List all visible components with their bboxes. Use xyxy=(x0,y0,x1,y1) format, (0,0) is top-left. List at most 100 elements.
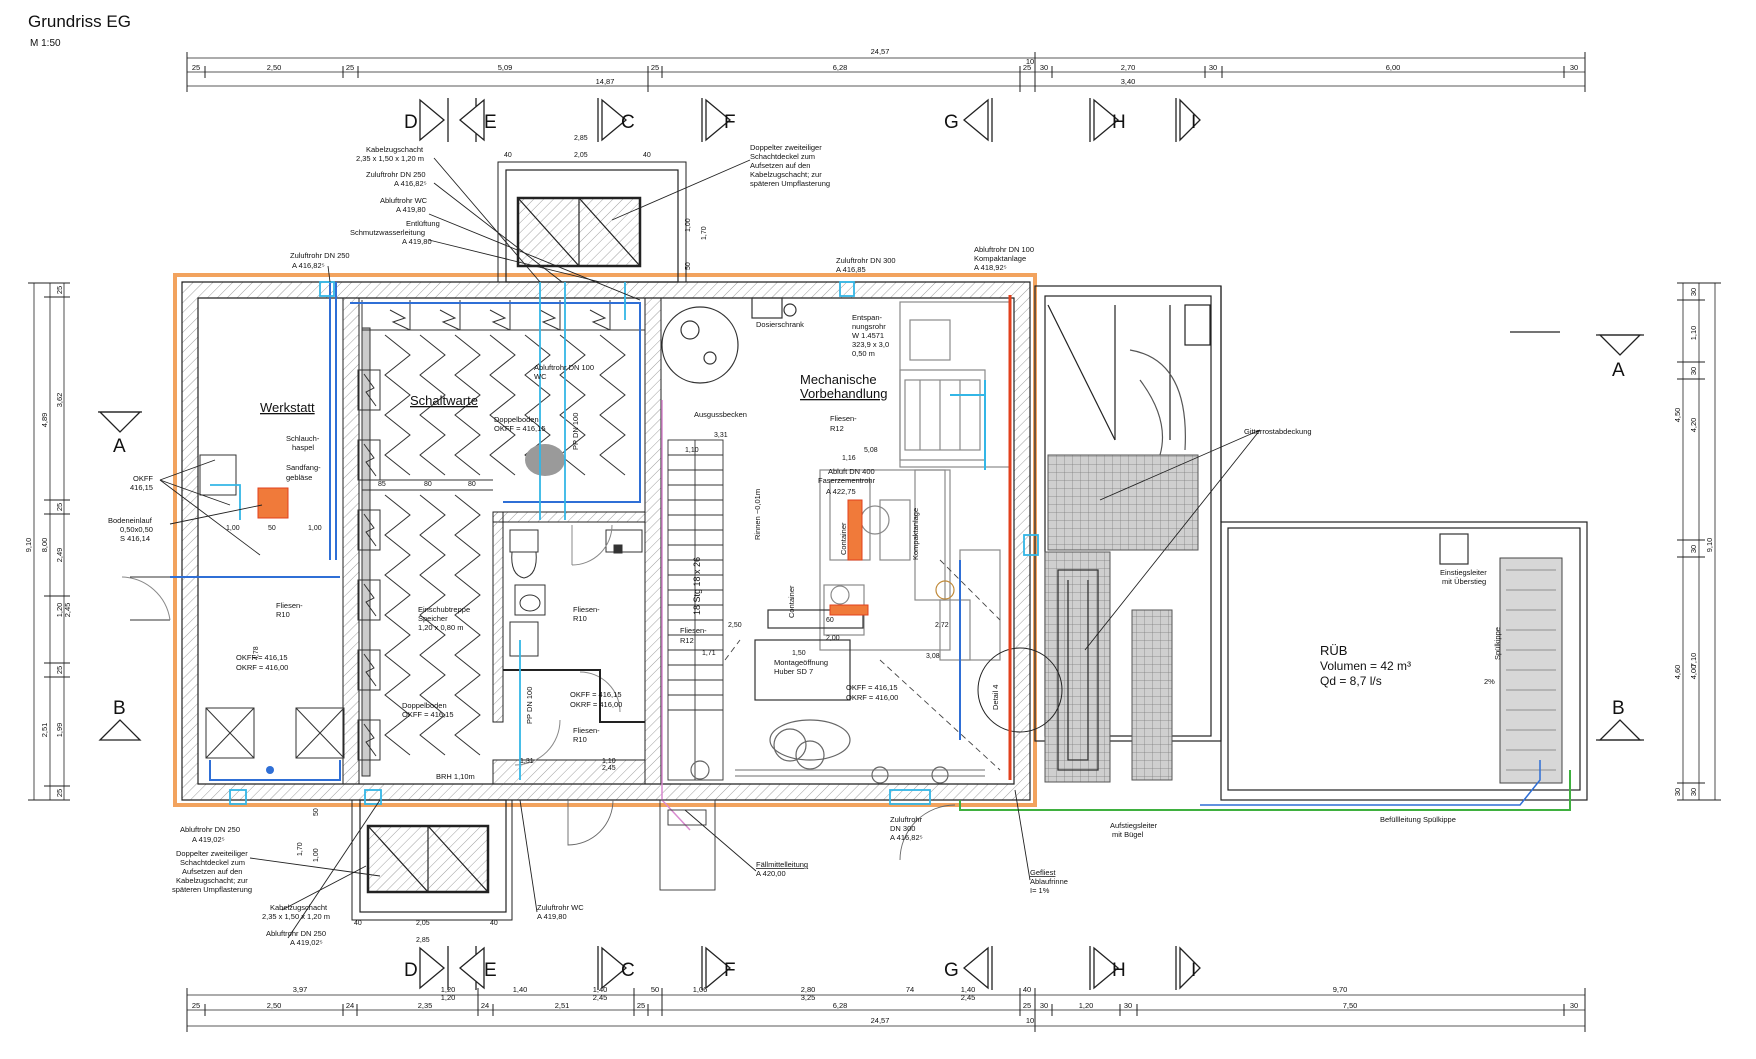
spuelkippe-body xyxy=(1499,557,1563,784)
dim-bot-14: 40 xyxy=(1023,985,1031,994)
ann-abluft-dn250-bot-h: A 419,02⁵ xyxy=(290,938,323,947)
section-a-right: A xyxy=(1612,360,1625,381)
dim-bot-r2-12: 30 xyxy=(1124,1001,1132,1010)
ann-kompaktanlage: Kompaktanlage xyxy=(974,254,1026,263)
ann-detail: Detail 4 xyxy=(991,685,1000,710)
dim-bot-r2-10: 30 xyxy=(1040,1001,1048,1010)
dim-bot-r2-1: 25 xyxy=(192,1001,200,1010)
section-letters: D E C F G H I D E C F G H I A B A B xyxy=(113,112,1625,981)
dim-bot-r2-3: 24 xyxy=(346,1001,354,1010)
ann-okrf-b: OKRF = 416,00 xyxy=(570,700,622,709)
ann-container-a: Container xyxy=(787,585,796,618)
dim-left-1: 25 xyxy=(55,286,64,294)
dim-bot-1: 3,97 xyxy=(293,985,308,994)
room-schaltwarte: Schaltwarte xyxy=(410,393,478,408)
section-i-marker-bot xyxy=(1179,946,1201,990)
dim-bot-12: 1,40 xyxy=(961,985,976,994)
idim-131: 1,31 xyxy=(520,758,534,765)
dim-left-i1: 4,89 xyxy=(40,413,49,428)
section-i-bot: I xyxy=(1191,960,1196,981)
dim-bot-r2-14: 30 xyxy=(1570,1001,1578,1010)
ann-schlauchhaspel-2: haspel xyxy=(292,443,314,452)
dim-top-10: 30 xyxy=(1209,63,1217,72)
ann-fliesen-r10-wc-a: Fliesen- xyxy=(573,605,600,614)
ann-entspannungsrohr-1: Entspan- xyxy=(852,313,883,322)
insulation-outline xyxy=(173,273,1037,807)
dim-bot-r2-8: 6,28 xyxy=(833,1001,848,1010)
ann-fliesen-r12-a: Fliesen- xyxy=(830,414,857,423)
ann-okff-left-h: 416,15 xyxy=(130,483,153,492)
idim-116: 1,16 xyxy=(842,455,856,462)
dimension-texts: 24,57 25 2,50 25 5,09 25 6,28 25 30 2,70… xyxy=(24,47,1714,1025)
ann-gefliest-2: Ablaufrinne xyxy=(1030,877,1068,886)
werkstatt-fixtures xyxy=(121,454,345,759)
idim-100-r: 1,00 xyxy=(308,525,322,532)
dim-right-i5: 4,00 xyxy=(1689,665,1698,680)
ann-aufstiegsleiter-1: Aufstiegsleiter xyxy=(1110,821,1158,830)
einstiegsleiter-top xyxy=(1439,533,1469,565)
dim-right-1: 30 xyxy=(1689,288,1698,296)
dim-right-i4: 4,60 xyxy=(1673,665,1682,680)
ann-okff-c: OKFF = 416,15 xyxy=(846,683,898,692)
section-h-top: H xyxy=(1112,112,1126,133)
ann-doppelter-bot-1: Doppelter zweiteiliger xyxy=(176,849,248,858)
room-labels: Werkstatt Schaltwarte Mechanische Vorbeh… xyxy=(260,372,1411,688)
ann-abluft-dn100-top-h: A 418,92⁵ xyxy=(974,263,1007,272)
ann-ausgussbecken: Ausgussbecken xyxy=(694,410,747,419)
ann-entspannungsrohr-5: 0,50 m xyxy=(852,349,875,358)
idim-100-l: 1,00 xyxy=(226,525,240,532)
dim-bot-r2-6: 2,51 xyxy=(555,1001,570,1010)
ann-kabelzugschacht-bot: Kabelzugschacht xyxy=(270,903,328,912)
ann-okrf-c: OKRF = 416,00 xyxy=(846,693,898,702)
ann-wc: WC xyxy=(534,372,547,381)
ann-faellmittel-h: A 420,00 xyxy=(756,869,786,878)
dim-bot-r2-4: 2,35 xyxy=(418,1001,433,1010)
wc-fixtures xyxy=(509,524,643,766)
ann-okrf-a: OKRF = 416,00 xyxy=(236,663,288,672)
ann-zuluft-dn250-left: Zuluftrohr DN 250 xyxy=(290,251,350,260)
dim-top-8: 30 xyxy=(1040,63,1048,72)
room-rueb-qd: Qd = 8,7 l/s xyxy=(1320,674,1382,688)
ann-einschub-3: 1,20 x 0,80 m xyxy=(418,623,463,632)
grating-lower xyxy=(1044,551,1111,783)
ann-zuluft-wc-h: A 419,80 xyxy=(537,912,567,921)
idim-80: 80 xyxy=(424,481,432,488)
ann-fliesen-r12-stair-b: R12 xyxy=(680,636,694,645)
section-c-bot: C xyxy=(621,960,635,981)
dim-bot-13: 2,45 xyxy=(961,993,976,1002)
ann-schlauchhaspel-1: Schlauch- xyxy=(286,434,320,443)
dim-left-8: 25 xyxy=(55,789,64,797)
dim-bot-r2-7: 25 xyxy=(637,1001,645,1010)
idim-205-top: 2,05 xyxy=(574,152,588,159)
section-d-marker-top xyxy=(419,98,446,142)
section-h-bot: H xyxy=(1112,960,1126,981)
ann-doppelter-top-2: Schachtdeckel zum xyxy=(750,152,815,161)
idim-40a: 40 xyxy=(504,152,512,159)
leader-lines xyxy=(159,157,1261,939)
dim-bot-9: 2,80 xyxy=(801,985,816,994)
ann-doppelter-top-5: späteren Umpflasterung xyxy=(750,179,830,188)
section-e-marker-bot xyxy=(458,946,485,990)
ann-okff-left: OKFF xyxy=(133,474,153,483)
dim-top-4: 5,09 xyxy=(498,63,513,72)
pipes-cyan xyxy=(210,281,1039,805)
ann-sandfang-1: Sandfang- xyxy=(286,463,321,472)
dim-left-3: 25 xyxy=(55,503,64,511)
dimension-ticks xyxy=(28,52,1721,1032)
ann-aufstiegsleiter-2: mit Bügel xyxy=(1112,830,1144,839)
section-h-marker-top xyxy=(1093,98,1120,142)
idim-250: 2,50 xyxy=(728,622,742,629)
idim-331: 3,31 xyxy=(714,432,728,439)
room-rueb: RÜB xyxy=(1320,643,1347,658)
ann-pp-dn100-b: PP DN 100 xyxy=(525,687,534,724)
ann-gitterrost: Gitterrostabdeckung xyxy=(1244,427,1312,436)
dim-left-5: 1,20 xyxy=(55,603,64,618)
pipe-pink-faellmittel xyxy=(661,400,691,831)
dim-bot-4: 1,40 xyxy=(513,985,528,994)
ann-gefliest-3: I= 1% xyxy=(1030,886,1050,895)
ann-fliesen-r10-wc2-b: R10 xyxy=(573,735,587,744)
ann-abluft-dn250-bl-h: A 419,02⁵ xyxy=(192,835,225,844)
ann-dosierschrank: Dosierschrank xyxy=(756,320,804,329)
dim-top-2: 2,50 xyxy=(267,63,282,72)
section-c-top: C xyxy=(621,112,635,133)
